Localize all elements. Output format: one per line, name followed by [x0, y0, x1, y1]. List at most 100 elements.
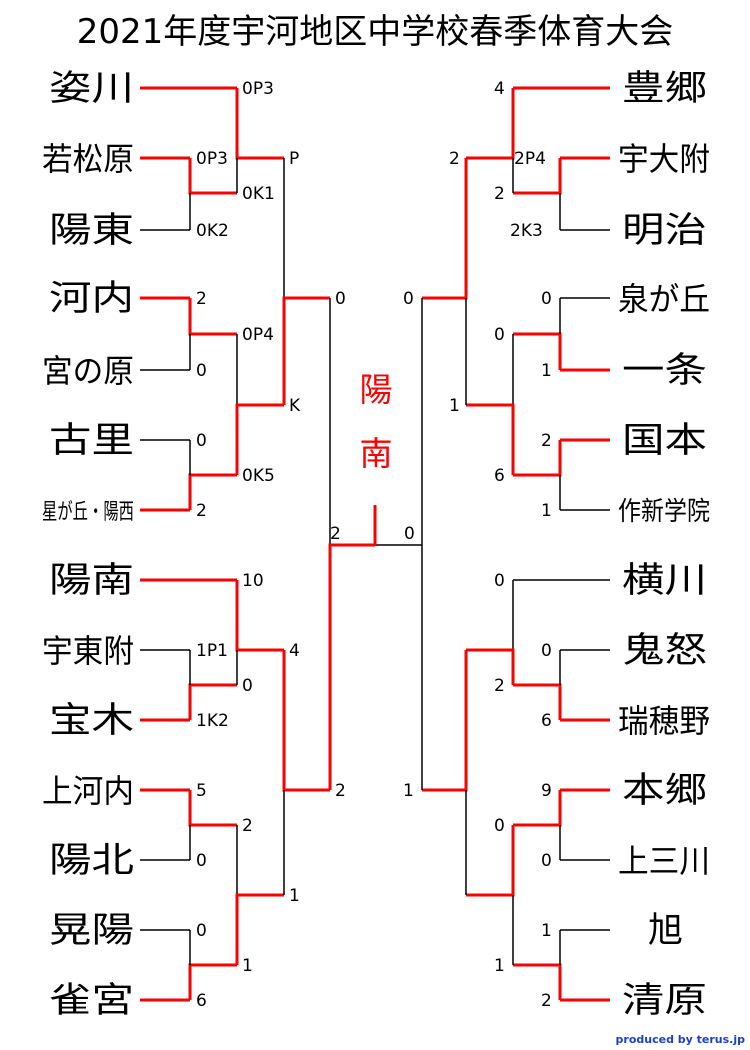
left-bracket-lines [140, 86, 375, 1002]
score-l-r1-4: 2 [196, 289, 207, 309]
score-l-r3-2: 0 [335, 289, 346, 309]
team-left-3: 陽東 [49, 211, 134, 251]
score-r-r1-1: 4 [494, 79, 505, 99]
team-left-9: 宇東附 [42, 632, 134, 670]
score-r-r1-9: 0 [541, 641, 552, 661]
team-left-2: 若松原 [42, 140, 134, 178]
score-l-r3-1: K [289, 396, 301, 416]
team-left-4: 河内 [49, 279, 134, 319]
score-r-r1-8: 0 [494, 571, 505, 591]
team-right-9: 鬼怒 [622, 631, 707, 671]
line-l-r2-b-win [235, 403, 284, 475]
score-l-r2-6: 2 [242, 816, 253, 836]
score-l-r2-7: 1 [289, 886, 300, 906]
score-r-r3-1: 1 [449, 396, 460, 416]
score-r-r3-2: 0 [403, 289, 414, 309]
line-r-r2-b-win [466, 403, 515, 475]
score-r-r2-3: 6 [494, 466, 505, 486]
score-final-left: 2 [330, 524, 341, 544]
line-r-r2-a-win [466, 88, 515, 160]
credit-text: produced by terus.jp [616, 1033, 746, 1046]
line-r-m910-win [513, 683, 562, 720]
score-r-r2-4: 2 [494, 676, 505, 696]
team-right-4: 泉が丘 [618, 280, 710, 318]
score-l-r1-8: 10 [242, 571, 264, 591]
team-right-10: 瑞穂野 [618, 702, 710, 740]
champion-char-2: 南 [360, 434, 393, 473]
score-l-r1-5: 0 [196, 361, 207, 381]
line-r-m45-win [513, 332, 562, 370]
left-scores: 0P3 0P3 0K1 0K2 2 0 0 2 10 1P1 1K2 5 0 0… [196, 79, 346, 1011]
line-r-r2-c-win [466, 648, 515, 685]
line-l-sf-win [328, 543, 375, 790]
line-r-m1314-win [513, 963, 562, 1000]
score-l-r1-14: 6 [196, 991, 207, 1011]
line-r-m67-win [513, 440, 562, 477]
team-left-14: 雀宮 [49, 981, 134, 1021]
team-left-1: 姿川 [49, 69, 134, 109]
score-r-r2-5: 0 [494, 816, 505, 836]
score-l-r1-1: 0P3 [242, 79, 274, 99]
score-l-r2-3: 0K5 [242, 466, 275, 486]
team-left-6: 古里 [49, 421, 134, 461]
line-r-r3-a-win [422, 158, 468, 300]
score-r-r2-2: 0 [494, 325, 505, 345]
team-left-11: 上河内 [42, 772, 134, 810]
line-l-r2-d-win [235, 893, 284, 965]
champion-char-1: 陽 [360, 370, 393, 409]
score-l-r1-10: 1K2 [196, 711, 229, 731]
score-r-r1-5: 1 [541, 361, 552, 381]
team-right-12: 上三川 [618, 842, 710, 880]
right-teams: 豊郷 宇大附 明治 泉が丘 一条 国本 作新学院 横川 鬼怒 瑞穂野 本郷 上三… [618, 69, 710, 1021]
score-r-r1-14: 2 [541, 991, 552, 1011]
score-l-r1-13: 0 [196, 921, 207, 941]
team-right-3: 明治 [622, 211, 707, 251]
left-teams: 姿川 若松原 陽東 河内 宮の原 古里 星が丘・陽西 陽南 宇東附 宝木 上河内… [42, 69, 134, 1021]
score-r-r1-12: 0 [541, 851, 552, 871]
score-r-r1-11: 9 [541, 781, 552, 801]
score-l-r1-9: 1P1 [196, 641, 228, 661]
team-right-11: 本郷 [622, 771, 707, 811]
score-l-r1-12: 0 [196, 851, 207, 871]
score-r-r1-6: 2 [541, 431, 552, 451]
score-l-r1-2b: 0K1 [242, 184, 275, 204]
team-right-2: 宇大附 [618, 140, 710, 178]
team-right-5: 一条 [622, 351, 707, 391]
team-left-12: 陽北 [49, 841, 134, 881]
score-r-r1-13: 1 [541, 921, 552, 941]
score-l-r1-2: 0P3 [196, 149, 228, 169]
line-l-r3-a-win [282, 296, 330, 405]
score-l-r2-5: 0 [242, 676, 253, 696]
score-l-r2-1: P [289, 149, 299, 169]
score-l-r2-2: 0P4 [242, 325, 274, 345]
score-final-right: 0 [404, 524, 415, 544]
score-r-r2-1: 2 [449, 149, 460, 169]
team-right-13: 旭 [648, 911, 683, 951]
score-r-r1-2b: 2 [494, 184, 505, 204]
score-l-r2-4: 4 [289, 641, 300, 661]
score-r-r1-2: 2P4 [514, 149, 546, 169]
score-r-r2-6: 1 [494, 956, 505, 976]
score-r-r1-3: 2K3 [510, 221, 543, 241]
team-left-10: 宝木 [49, 701, 134, 741]
team-left-8: 陽南 [49, 561, 134, 601]
right-bracket-lines [375, 86, 610, 1002]
team-right-8: 横川 [622, 561, 707, 601]
score-r-r1-4: 0 [541, 289, 552, 309]
score-l-r1-6: 0 [196, 431, 207, 451]
score-l-r1-11: 5 [196, 781, 207, 801]
team-right-14: 清原 [622, 981, 707, 1021]
bracket-title: 2021年度宇河地区中学校春季体育大会 [77, 12, 674, 52]
right-scores: 4 2P4 2 2K3 0 1 2 1 0 0 6 9 0 1 2 2 0 6 … [403, 79, 552, 1011]
team-right-7: 作新学院 [618, 497, 710, 527]
line-r-r2-d-win [466, 825, 515, 897]
score-l-r3-3: 2 [335, 781, 346, 801]
score-r-r1-10: 6 [541, 711, 552, 731]
team-left-7: 星が丘・陽西 [42, 500, 134, 525]
score-l-r1-7: 2 [196, 501, 207, 521]
team-right-6: 国本 [622, 421, 707, 461]
score-l-r1-3: 0K2 [196, 221, 229, 241]
line-l-r3-b-win [282, 650, 330, 792]
team-left-13: 晃陽 [49, 911, 134, 951]
